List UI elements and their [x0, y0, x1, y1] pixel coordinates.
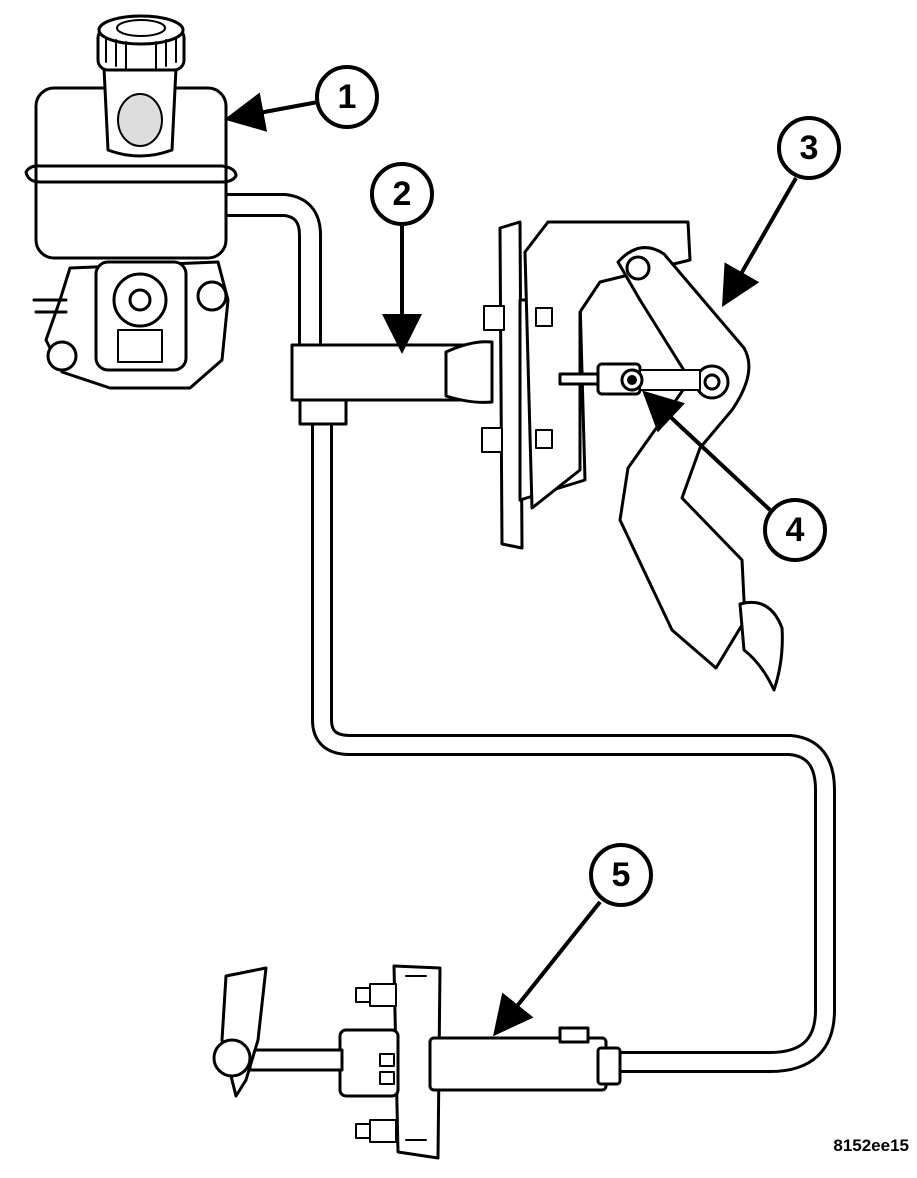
clutch-master-cylinder — [290, 340, 494, 426]
callout-2-circle — [370, 162, 434, 226]
callout-4-label: 4 — [786, 511, 805, 549]
hydraulic-line — [216, 193, 836, 1073]
bracket-stud-lower — [481, 427, 553, 453]
figure-id-label: 8152ee15 — [833, 1136, 909, 1155]
pedal-bracket — [481, 220, 692, 550]
callout-group-5: 5 — [493, 843, 653, 1037]
clutch-slave-cylinder — [212, 964, 622, 1160]
callout-3-label: 3 — [800, 129, 819, 167]
callout-group-3: 3 — [722, 116, 841, 307]
brake-master-cylinder — [32, 260, 230, 390]
callout-group-1: 1 — [224, 65, 379, 132]
callout-group-4: 4 — [642, 390, 827, 562]
callout-2-label: 2 — [393, 175, 412, 213]
callout-3-circle — [777, 116, 841, 180]
callout-1-circle — [315, 65, 379, 129]
bracket-stud-upper — [483, 305, 553, 331]
callout-4-circle — [763, 498, 827, 562]
callout-1-label: 1 — [338, 78, 357, 116]
callout-group-2: 2 — [370, 162, 434, 354]
callout-5-circle — [589, 843, 653, 907]
callout-5-label: 5 — [612, 856, 631, 894]
fluid-reservoir — [24, 14, 238, 260]
pedal-pin-clip — [620, 368, 644, 392]
clutch-pedal — [558, 246, 784, 692]
